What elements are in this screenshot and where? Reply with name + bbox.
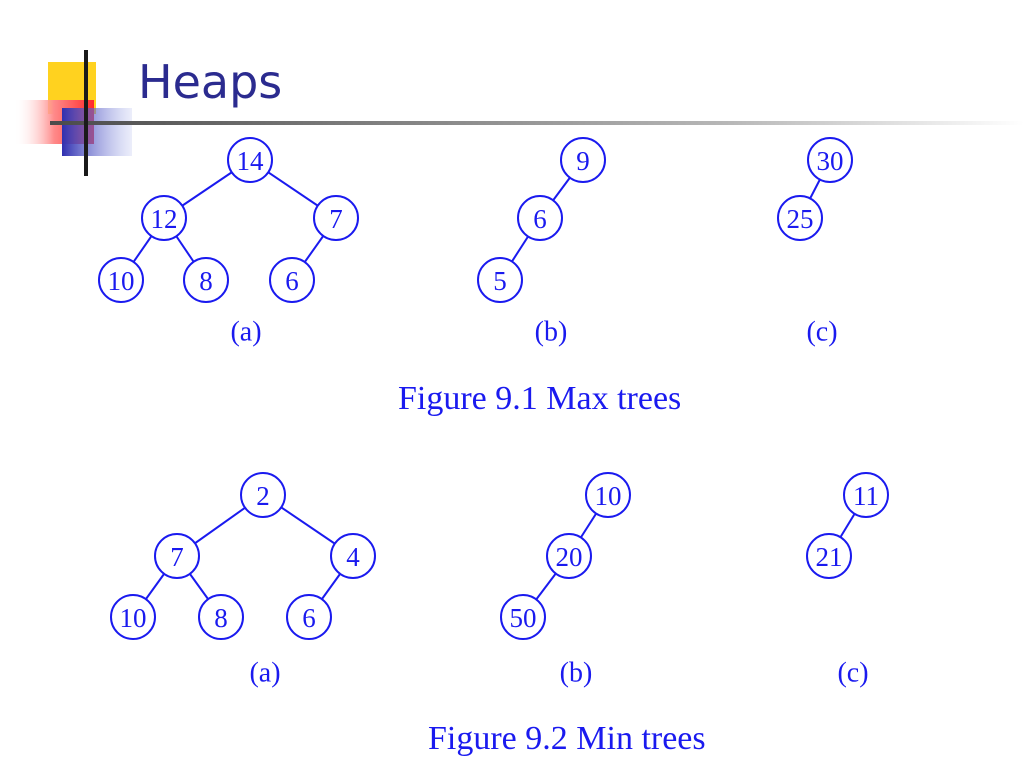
tree-node-value: 30: [817, 146, 844, 176]
tree-node-circle: [330, 533, 376, 579]
tree-node-circle: [807, 137, 853, 183]
tree-node-value: 20: [556, 542, 583, 572]
tree-node-value: 10: [108, 266, 135, 296]
tree-node-value: 10: [595, 481, 622, 511]
tree-node-circle: [585, 472, 631, 518]
tree-node-value: 25: [787, 204, 814, 234]
tree-label: (c): [837, 658, 868, 689]
tree-node-circle: [286, 594, 332, 640]
tree-node-value: 5: [493, 266, 507, 296]
tree-node: 50: [500, 594, 546, 640]
tree-node: 7: [313, 195, 359, 241]
tree-node-value: 7: [170, 542, 184, 572]
tree-node: 6: [517, 195, 563, 241]
tree-node-circle: [240, 472, 286, 518]
tree-node: 25: [777, 195, 823, 241]
tree-node: 2: [240, 472, 286, 518]
tree-node-circle: [777, 195, 823, 241]
tree-node: 5: [477, 257, 523, 303]
tree-node: 12: [141, 195, 187, 241]
tree-node-value: 7: [329, 204, 343, 234]
tree-node: 6: [286, 594, 332, 640]
tree-node-circle: [227, 137, 273, 183]
tree-label: (b): [535, 317, 568, 348]
tree-node: 7: [154, 533, 200, 579]
tree-node: 9: [560, 137, 606, 183]
tree-node-circle: [477, 257, 523, 303]
labels-layer: (a) (b) (c) (a) (b) (c): [230, 317, 868, 689]
tree-node-circle: [154, 533, 200, 579]
tree-node: 20: [546, 533, 592, 579]
tree-node: 10: [110, 594, 156, 640]
tree-node-circle: [806, 533, 852, 579]
tree-label: (a): [230, 317, 261, 348]
tree-node-circle: [110, 594, 156, 640]
tree-node-value: 12: [151, 204, 178, 234]
tree-node-value: 10: [120, 603, 147, 633]
tree-node-circle: [269, 257, 315, 303]
tree-node-value: 8: [214, 603, 228, 633]
tree-node-value: 6: [302, 603, 316, 633]
tree-node-circle: [546, 533, 592, 579]
figure-caption-min-trees: Figure 9.2 Min trees: [428, 720, 706, 757]
tree-node: 8: [198, 594, 244, 640]
tree-node-circle: [183, 257, 229, 303]
tree-label: (a): [249, 658, 280, 689]
tree-node-circle: [198, 594, 244, 640]
tree-node: 11: [843, 472, 889, 518]
tree-node-value: 50: [510, 603, 537, 633]
tree-node-value: 9: [576, 146, 590, 176]
tree-node-value: 2: [256, 481, 270, 511]
tree-node: 10: [98, 257, 144, 303]
tree-node-circle: [560, 137, 606, 183]
tree-node-value: 21: [816, 542, 843, 572]
tree-node-value: 6: [533, 204, 547, 234]
tree-node-circle: [313, 195, 359, 241]
tree-node-value: 8: [199, 266, 213, 296]
tree-node: 4: [330, 533, 376, 579]
tree-node-circle: [843, 472, 889, 518]
tree-node-value: 6: [285, 266, 299, 296]
tree-node-circle: [500, 594, 546, 640]
tree-node: 14: [227, 137, 273, 183]
tree-label: (b): [560, 658, 593, 689]
tree-node: 30: [807, 137, 853, 183]
tree-label: (c): [806, 317, 837, 348]
tree-node-value: 4: [346, 542, 360, 572]
tree-node-value: 11: [853, 481, 879, 511]
tree-node-circle: [141, 195, 187, 241]
figure-caption-max-trees: Figure 9.1 Max trees: [398, 380, 682, 417]
tree-node: 8: [183, 257, 229, 303]
slide-title: Heaps: [138, 55, 283, 109]
tree-node-value: 14: [237, 146, 265, 176]
tree-node: 21: [806, 533, 852, 579]
tree-node: 6: [269, 257, 315, 303]
tree-node-circle: [517, 195, 563, 241]
tree-node: 10: [585, 472, 631, 518]
tree-node-circle: [98, 257, 144, 303]
